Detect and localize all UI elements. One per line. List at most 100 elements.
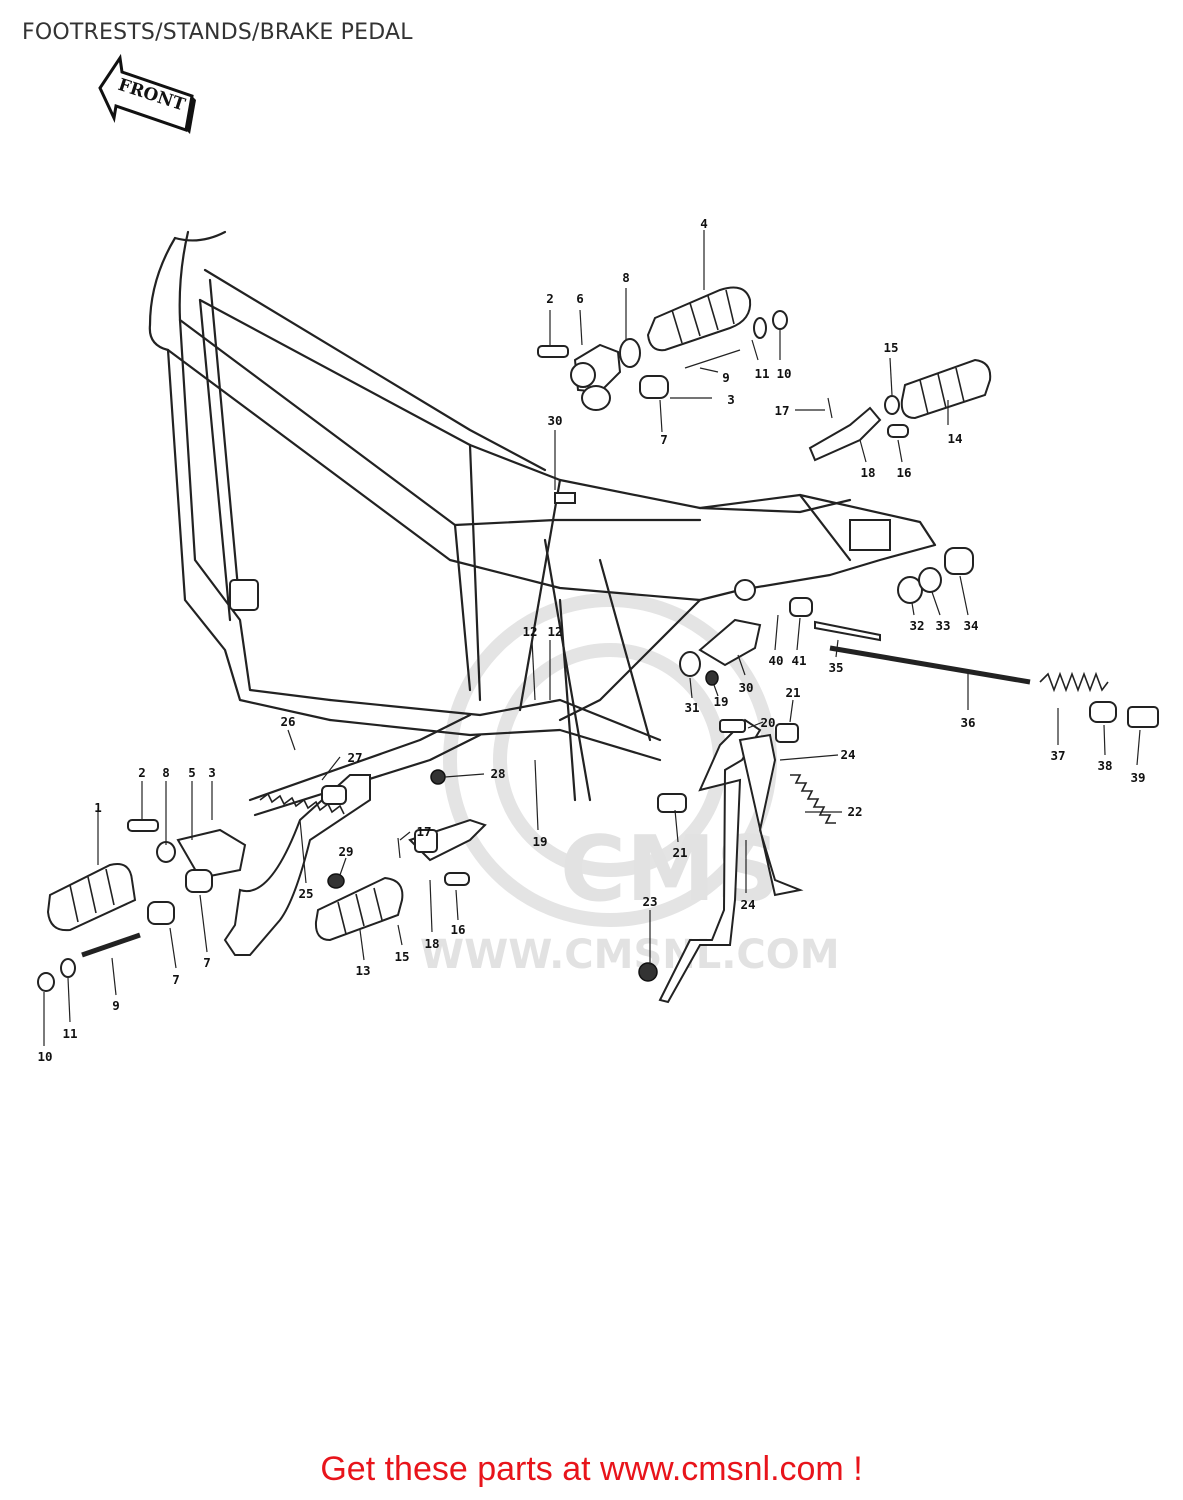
callout-label: 19	[713, 694, 728, 709]
stand-bolt	[657, 793, 687, 813]
callout-label: 4	[700, 216, 708, 231]
cotter-pin	[827, 397, 833, 419]
frame	[148, 230, 937, 817]
callout-label: 32	[909, 618, 924, 633]
callout-label: 24	[840, 747, 855, 762]
footrest-bolt	[127, 819, 159, 832]
callout-label: 34	[963, 618, 978, 633]
callout-label: 35	[828, 660, 843, 675]
callout-label: 30	[547, 413, 562, 428]
washer	[60, 958, 76, 978]
parts-diagram: CMS WWW.CMSNL.COM FRONT	[37, 53, 1159, 1064]
collar	[185, 869, 213, 893]
adjuster-joint	[1089, 701, 1117, 723]
watermark-url: WWW.CMSNL.COM	[420, 932, 840, 978]
callout-label: 15	[394, 949, 409, 964]
callout-label: 18	[860, 465, 875, 480]
brake-rod	[829, 645, 1031, 685]
callout-label: 12	[547, 624, 562, 639]
callout-label: 6	[576, 291, 584, 306]
stand-spring	[790, 774, 836, 824]
main-stand-leg	[738, 733, 804, 897]
collar	[789, 597, 813, 617]
callout-label: 18	[424, 936, 439, 951]
page-title: FOOTRESTS/STANDS/BRAKE PEDAL	[22, 20, 413, 45]
callout-label: 3	[208, 765, 216, 780]
nut	[430, 769, 446, 785]
nut	[772, 310, 788, 330]
brake-rod-end	[814, 620, 881, 642]
callout-label: 22	[847, 804, 862, 819]
callout-label: 9	[722, 370, 730, 385]
stand-stopper	[719, 719, 746, 733]
rear-left-bracket-block	[414, 829, 438, 853]
callout-label: 17	[774, 403, 789, 418]
callout-label: 5	[188, 765, 196, 780]
nut	[705, 670, 719, 686]
cotter-pin	[397, 837, 401, 859]
callout-label: 26	[280, 714, 295, 729]
watermark-logo-text: CMS	[560, 817, 780, 922]
bolt	[887, 424, 909, 438]
collar	[639, 375, 669, 399]
callout-label: 28	[490, 766, 505, 781]
callout-label: 8	[622, 270, 630, 285]
stand-bolt	[775, 723, 799, 743]
callout-label: 2	[138, 765, 146, 780]
callout-label: 10	[776, 366, 791, 381]
callout-label: 20	[760, 715, 775, 730]
callout-label: 33	[935, 618, 950, 633]
callout-label: 16	[450, 922, 465, 937]
callout-label: 31	[684, 700, 699, 715]
nut	[37, 972, 55, 992]
callout-label: 16	[896, 465, 911, 480]
cmsnl-parts-link[interactable]: Get these parts at www.cmsnl.com !	[320, 1450, 863, 1488]
bolt	[444, 872, 470, 886]
callout-label: 3	[727, 392, 735, 407]
brake-pedal-arm	[698, 618, 762, 667]
callout-label: 30	[738, 680, 753, 695]
lever	[734, 579, 756, 601]
bushing	[944, 547, 974, 575]
collar	[147, 901, 175, 925]
callout-label: 10	[37, 1049, 52, 1064]
right-footrest-rubber	[646, 286, 752, 352]
callout-label: 13	[355, 963, 370, 978]
callout-label: 27	[347, 750, 362, 765]
leader-lines	[43, 230, 1141, 1046]
callout-label: 25	[298, 886, 313, 901]
front-arrow-icon: FRONT	[98, 53, 196, 134]
brake-rod-spring	[1039, 671, 1109, 693]
washer	[619, 338, 641, 368]
pivot-pin	[684, 349, 741, 369]
callout-label: 7	[660, 432, 668, 447]
callout-label: 15	[883, 340, 898, 355]
callout-label: 24	[740, 897, 755, 912]
callout-labels: 4 2 6 8 9 11 10 3 7 30 15 17 14 18 16 32…	[37, 216, 1145, 1064]
callout-label: 12	[522, 624, 537, 639]
callout-label: 40	[768, 653, 783, 668]
rear-footrest-rubber	[900, 358, 992, 420]
left-footrest-rubber	[46, 863, 137, 932]
callout-label: 23	[642, 894, 657, 909]
washer	[897, 576, 923, 604]
callout-label: 41	[791, 653, 806, 668]
callout-label: 2	[546, 291, 554, 306]
adjuster-nut	[1127, 706, 1159, 728]
callout-label: 19	[532, 834, 547, 849]
callout-label: 29	[338, 844, 353, 859]
callout-label: 11	[62, 1026, 77, 1041]
callout-label: 7	[172, 972, 180, 987]
main-stand	[658, 718, 762, 1004]
callout-label: 7	[203, 955, 211, 970]
callout-label: 36	[960, 715, 975, 730]
stand-rubber	[638, 962, 658, 982]
rear-left-footrest-rubber	[314, 876, 404, 942]
return-spring	[259, 792, 345, 815]
callout-label: 11	[754, 366, 769, 381]
callout-label: 17	[416, 824, 431, 839]
watermark-logo: CMS WWW.CMSNL.COM	[420, 593, 840, 978]
callout-label: 21	[785, 685, 800, 700]
callout-label: 39	[1130, 770, 1145, 785]
callout-label: 9	[112, 998, 120, 1013]
